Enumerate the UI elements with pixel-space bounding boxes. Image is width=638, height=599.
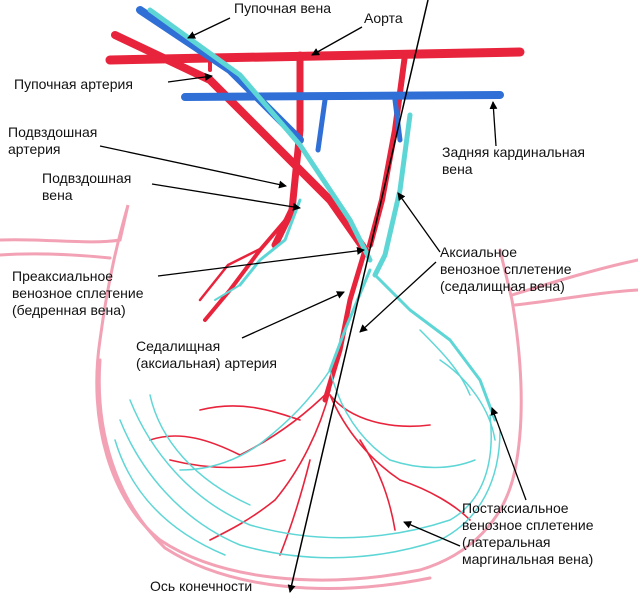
label-umbilical-artery: Пупочная артерия (14, 76, 133, 92)
label-umbilical-vein: Пупочная вена (234, 0, 331, 16)
leader-sciatic-artery (241, 291, 345, 339)
label-iliac-artery-line1: Подвздошная (8, 124, 98, 140)
leader-umbilical-artery (167, 72, 213, 83)
leader-lines (99, 17, 527, 547)
label-postaxial-plexus-line1: Постаксиальное (462, 500, 569, 516)
capillary-venous-network (114, 7, 501, 559)
leader-axial-plexus (397, 192, 441, 253)
label-sciatic-artery-line2: (аксиальная) артерия (136, 355, 277, 371)
leader-iliac-artery (99, 145, 287, 189)
leader-aorta (311, 26, 363, 56)
leader-postaxial-plexus-2 (403, 521, 461, 547)
label-preaxial-plexus-line1: Преаксиальное (12, 268, 114, 284)
label-axial-plexus-line3: (седалищная вена) (440, 278, 565, 294)
label-iliac-artery-line2: артерия (8, 141, 61, 157)
leader-iliac-vein (151, 183, 301, 211)
leader-umbilical-vein (187, 17, 231, 39)
arterial-system (105, 31, 525, 556)
label-iliac-vein-line1: Подвздошная (42, 170, 132, 186)
label-postaxial-plexus-line3: (латеральная (462, 534, 551, 550)
label-iliac-vein-line2: вена (42, 187, 73, 203)
label-preaxial-plexus-line3: (бедренная вена) (12, 302, 126, 318)
label-axial-plexus-line1: Аксиальное (440, 244, 517, 260)
label-axial-plexus-line2: венозное сплетение (440, 261, 572, 277)
label-sciatic-artery-line1: Седалищная (136, 338, 221, 354)
label-posterior-cardinal-line2: вена (442, 161, 473, 177)
leader-posterior-cardinal (489, 101, 498, 147)
leader-preaxial-plexus (157, 246, 365, 277)
venous-system (136, 6, 504, 153)
label-posterior-cardinal-line1: Задняя кардинальная (442, 144, 585, 160)
leader-postaxial-plexus (490, 407, 527, 501)
label-postaxial-plexus-line4: маргинальная вена) (462, 551, 594, 567)
label-postaxial-plexus-line2: венозное сплетение (462, 517, 594, 533)
label-preaxial-plexus-line2: венозное сплетение (12, 285, 144, 301)
label-limb-axis: Ось конечности (150, 578, 253, 594)
leader-axial-plexus-2 (359, 261, 437, 333)
label-aorta: Аорта (364, 10, 403, 26)
limb-axis-line (287, 0, 429, 593)
